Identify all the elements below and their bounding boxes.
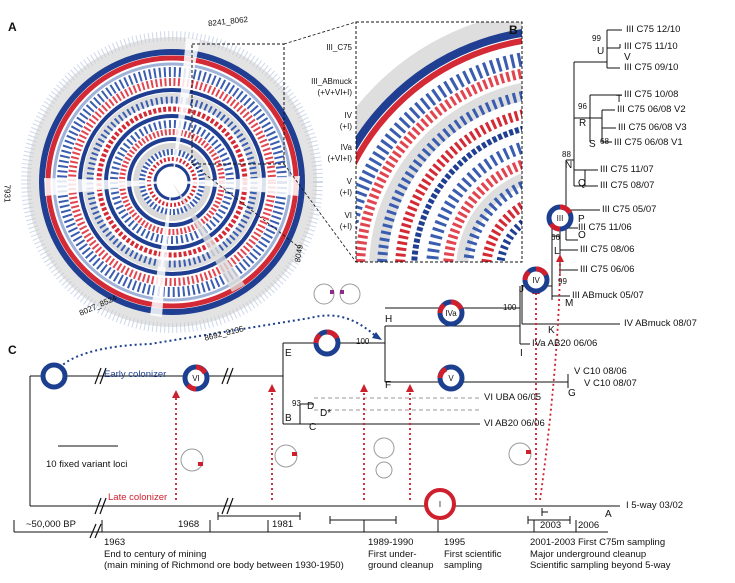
- ring-label: IVa (+VI+I): [327, 143, 352, 163]
- tree-node: P: [578, 214, 585, 225]
- leaf-label: III C75 08/07: [600, 180, 655, 191]
- timeline-label: 1995: [444, 537, 466, 548]
- bootstrap-value: 100: [356, 337, 370, 346]
- leaf-label: III C75 08/06: [580, 244, 635, 255]
- leaf-label: III C75 06/08 V2: [617, 104, 686, 115]
- tree-node: A: [605, 509, 612, 520]
- tree-node: V: [624, 52, 631, 63]
- leaf-label: III C75 12/10: [626, 24, 681, 35]
- tree-node: J: [519, 284, 524, 295]
- leaf-label: IVa AB20 06/06: [532, 338, 598, 349]
- ring-label: V (+I): [339, 177, 352, 197]
- timeline-label: First under- ground cleanup: [368, 549, 434, 571]
- timeline-label: 2006: [578, 520, 600, 531]
- tree-node: R: [579, 118, 587, 129]
- leaf-label: III C75 06/08 V1: [614, 137, 683, 148]
- timeline-label: 1981: [272, 519, 294, 530]
- tree-node: H: [385, 314, 393, 325]
- bootstrap-value: 100: [503, 303, 517, 312]
- bootstrap-value: 68: [600, 137, 609, 146]
- leaf-label: III C75 11/06: [578, 222, 632, 233]
- timeline-label: 1989-1990: [368, 537, 414, 548]
- tree-node: T: [616, 94, 623, 105]
- bootstrap-value: 88: [562, 150, 571, 159]
- bootstrap-value: 66: [551, 233, 560, 242]
- tree-node: S: [589, 139, 596, 150]
- timeline-label: First C75m sampling: [578, 537, 666, 548]
- timeline-label: ~50,000 BP: [26, 519, 76, 530]
- leaf-label: VI UBA 06/05: [484, 392, 542, 403]
- bootstrap-value: 99: [558, 277, 567, 286]
- leaf-label: III C75 09/10: [624, 62, 679, 73]
- ring-label: IV (+I): [339, 111, 352, 131]
- timeline-label: End to century of mining (main mining of…: [104, 549, 344, 571]
- leaf-label: I 5-way 03/02: [626, 500, 684, 511]
- tree-node: E: [285, 348, 292, 359]
- leaf-label: VI AB20 06/06: [484, 418, 545, 429]
- timeline-label: 2003: [540, 520, 562, 531]
- early-colonizer-label: Early colonizer: [104, 369, 167, 380]
- tree-node: O: [578, 230, 586, 241]
- tree-node: D*: [320, 408, 332, 419]
- tree-node: C: [309, 422, 317, 433]
- tree-node: G: [568, 388, 576, 399]
- leaf-label: III C75 10/08: [624, 89, 679, 100]
- tree-node: K: [548, 325, 555, 336]
- ring-label: III_ABmuck (+V+VI+I): [311, 77, 352, 97]
- timeline-label: First scientific sampling: [444, 549, 502, 571]
- circular-plot: [21, 31, 323, 333]
- timeline-label: 1963: [104, 537, 126, 548]
- ring-label: VI (+I): [339, 211, 352, 231]
- bootstrap-value: 99: [592, 34, 601, 43]
- leaf-label: V C10 08/07: [584, 378, 637, 389]
- timeline: [13, 508, 608, 533]
- circle-label: IVa: [445, 309, 457, 318]
- leaf-label: V C10 08/06: [574, 366, 627, 377]
- tree-node: I: [520, 348, 523, 359]
- tree-node: L: [554, 246, 560, 257]
- timeline-label: 2001-2003: [530, 537, 576, 548]
- leaf-label: III C75 06/08 V3: [618, 122, 687, 133]
- bootstrap-value: 96: [578, 102, 587, 111]
- timeline-label: Major underground cleanup Scientific sam…: [530, 549, 671, 571]
- tree-node: U: [597, 46, 605, 57]
- coord-label: 7931: [2, 184, 12, 203]
- panel-label-b: B: [509, 23, 518, 37]
- circle-label: I: [438, 500, 442, 509]
- panel-label-a: A: [8, 20, 17, 34]
- panel-label-c: C: [8, 343, 17, 357]
- leaf-label: III C75 11/10: [624, 41, 678, 52]
- bootstrap-value: 93: [292, 399, 301, 408]
- tree-node: N: [565, 160, 573, 171]
- zoom-plot: [356, 22, 522, 262]
- circle-label: III: [556, 214, 564, 223]
- colonizer-circles: [40, 204, 574, 520]
- circle-label: V: [448, 374, 454, 383]
- tree-node: B: [285, 413, 292, 424]
- circle-label: VI: [192, 374, 200, 383]
- tree-node: F: [385, 380, 392, 391]
- circle-label: IV: [532, 276, 540, 285]
- tree-node: D: [307, 401, 315, 412]
- timeline-label: 1968: [178, 519, 200, 530]
- scale-bar-label: 10 fixed variant loci: [46, 459, 128, 470]
- leaf-label: III ABmuck 05/07: [572, 290, 644, 301]
- leaf-label: III C75 06/06: [580, 264, 635, 275]
- leaf-label: III C75 05/07: [602, 204, 657, 215]
- tree-node: Q: [578, 178, 586, 189]
- late-colonizer-label: Late colonizer: [108, 492, 168, 503]
- leaf-label: III C75 11/07: [600, 164, 654, 175]
- ring-label: III_C75: [326, 43, 352, 52]
- leaf-label: IV ABmuck 08/07: [624, 318, 697, 329]
- tree-node: M: [565, 298, 574, 309]
